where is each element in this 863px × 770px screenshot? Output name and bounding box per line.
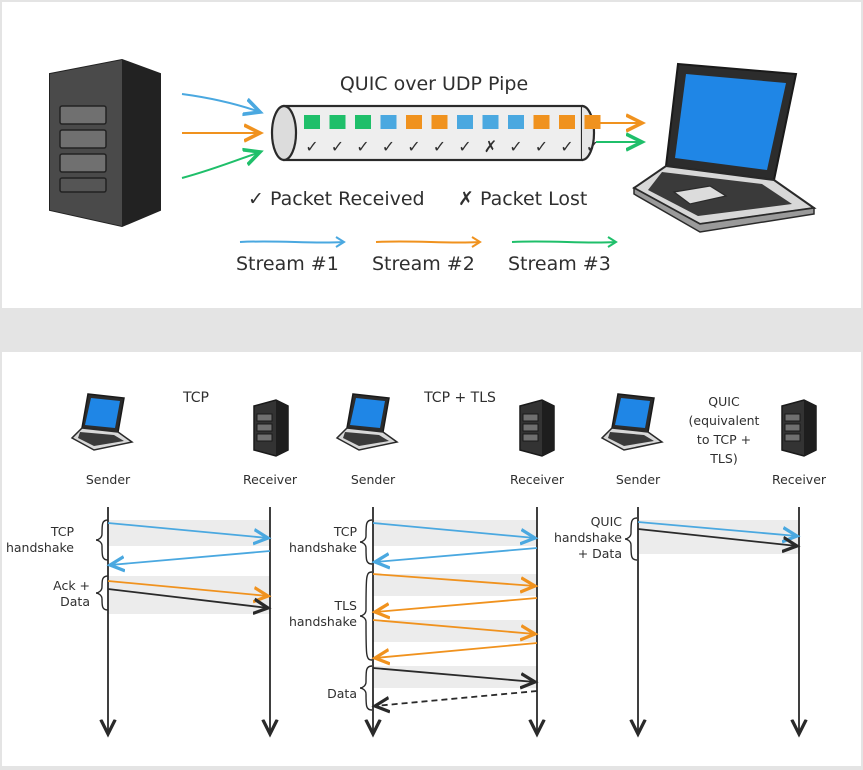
packet-8 — [482, 115, 499, 129]
packet-11 — [559, 115, 575, 129]
tls-handshake-brace — [359, 571, 373, 661]
quic-handshake-arrow — [637, 521, 797, 536]
server-hello-arrow — [375, 597, 538, 612]
receiver-server-icon — [781, 399, 817, 457]
tcp-tls-title: TCP + TLS — [423, 390, 496, 406]
ack-arrow — [107, 580, 268, 596]
packet-status-12: ✓ — [586, 137, 599, 156]
tcp-handshake-band — [373, 520, 537, 546]
stream-2-arrow — [375, 240, 481, 244]
packet-list: ✓ ✓ ✓ ✓ ✓ ✓ ✓ ✗ ✓ ✓ ✓ ✓ — [304, 115, 601, 156]
packet-status-10: ✓ — [535, 137, 548, 156]
packet-status-3: ✓ — [356, 137, 369, 156]
packet-status-8: ✗ — [484, 137, 497, 156]
receiver-server-icon — [253, 399, 289, 457]
quic-pipe-illustration: QUIC over UDP Pipe ✓ ✓ ✓ ✓ ✓ ✓ ✓ ✗ ✓ ✓ ✓ ✓ ✓ Packet… — [49, 58, 817, 275]
syn-arrow — [107, 522, 268, 538]
stream-3-arrowhead — [607, 236, 618, 248]
sender-laptop-icon — [335, 393, 399, 451]
legend-packet-lost: ✗ Packet Lost — [458, 188, 587, 210]
data-arrow — [107, 588, 268, 608]
pipe-title: QUIC over UDP Pipe — [340, 73, 528, 95]
tls-band-2 — [373, 620, 537, 642]
server-finished-arrow — [375, 642, 538, 658]
ack-data-brace — [95, 575, 109, 611]
data-response-arrow — [375, 690, 538, 706]
ack-data-label: Ack +Data — [53, 578, 90, 609]
client-finished-arrow — [372, 619, 535, 634]
stream-2-arrowhead — [471, 236, 482, 248]
packet-9 — [508, 115, 524, 129]
quic-pipe-panel: QUIC over UDP Pipe ✓ ✓ ✓ ✓ ✓ ✓ ✓ ✗ ✓ ✓ ✓ ✓ ✓ Packet… — [2, 2, 861, 308]
section-divider — [0, 308, 863, 352]
sender-laptop-icon — [600, 393, 664, 451]
receiver-server-icon — [519, 399, 555, 457]
incoming-stream-blue-arrow — [181, 93, 260, 112]
stream-1-arrow — [239, 240, 345, 244]
sender-label: Sender — [351, 472, 396, 487]
packet-status-7: ✓ — [458, 137, 471, 156]
tcp-handshake-band — [108, 520, 270, 546]
sender-laptop-icon — [70, 393, 134, 451]
data-brace — [359, 665, 373, 711]
packet-status-4: ✓ — [382, 137, 395, 156]
stream-3-label: Stream #3 — [508, 253, 611, 275]
tls-band-1 — [373, 574, 537, 596]
syn-ack-arrow — [110, 550, 271, 565]
packet-12 — [584, 115, 601, 129]
stream-1-arrowhead — [335, 236, 346, 248]
ack-data-band — [108, 576, 270, 614]
packet-4 — [380, 115, 397, 129]
stream-legend: Stream #1 Stream #2 Stream #3 — [236, 236, 618, 275]
packet-10 — [533, 115, 550, 129]
packet-7 — [457, 115, 473, 129]
packet-status-2: ✓ — [331, 137, 344, 156]
packet-status-5: ✓ — [407, 137, 420, 156]
server-icon — [49, 58, 161, 228]
packet-status-9: ✓ — [509, 137, 522, 156]
tcp-title: TCP — [182, 390, 209, 406]
packet-3 — [355, 115, 371, 129]
data-label: Data — [327, 686, 357, 701]
tcp-handshake-brace — [95, 519, 109, 561]
syn-arrow — [372, 522, 535, 538]
syn-ack-arrow — [375, 547, 538, 562]
packet-status-11: ✓ — [560, 137, 573, 156]
packet-1 — [304, 115, 320, 129]
packet-status-1: ✓ — [305, 137, 318, 156]
stream-2-label: Stream #2 — [372, 253, 475, 275]
receiver-label: Receiver — [510, 472, 565, 487]
receiver-label: Receiver — [243, 472, 298, 487]
packet-6 — [431, 115, 448, 129]
data-arrow — [372, 667, 535, 682]
stream-1-label: Stream #1 — [236, 253, 339, 275]
stream-3-arrow — [511, 240, 617, 244]
sender-label: Sender — [86, 472, 131, 487]
packet-5 — [406, 115, 422, 129]
receiver-label: Receiver — [772, 472, 827, 487]
tcp-handshake-brace — [359, 519, 373, 565]
laptop-icon — [632, 62, 817, 233]
quic-data-arrow — [637, 528, 797, 546]
quic-handshake-brace — [624, 517, 638, 561]
sender-label: Sender — [616, 472, 661, 487]
legend-packet-received: ✓ Packet Received — [248, 188, 425, 210]
client-hello-arrow — [372, 573, 535, 586]
packet-status-6: ✓ — [433, 137, 446, 156]
incoming-stream-green-arrow — [181, 152, 260, 179]
packet-2 — [329, 115, 346, 129]
